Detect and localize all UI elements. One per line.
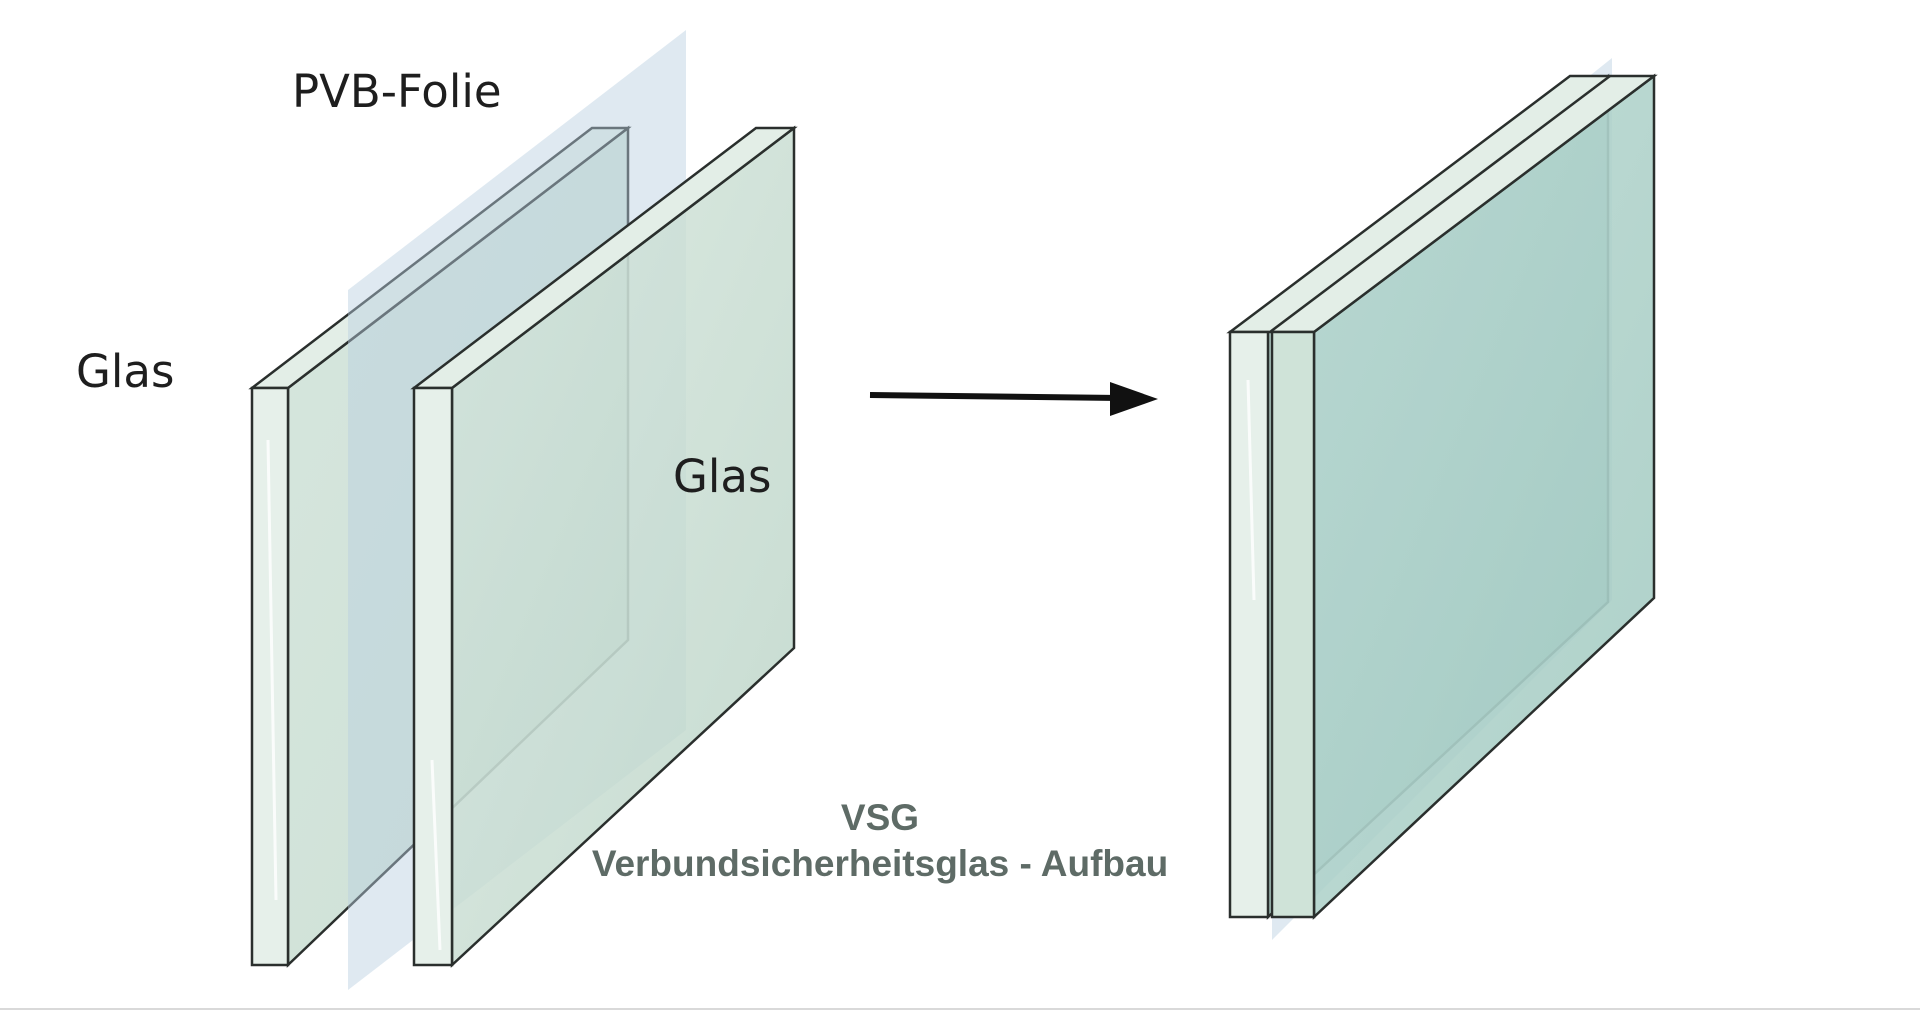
label-glass-right: Glas — [673, 450, 772, 503]
glass-pane-front-highlight — [430, 759, 442, 951]
caption-line-1: VSG — [840, 797, 920, 838]
glass-pane-front-front-edge — [412, 386, 454, 967]
bottom-divider — [0, 1008, 1920, 1010]
laminated-glass — [1226, 58, 1658, 940]
laminated-front-edge-rear — [1228, 330, 1270, 919]
glass-pane-back-highlight — [266, 439, 278, 901]
exploded-assembly — [248, 30, 798, 990]
diagram-caption: VSG Verbundsicherheitsglas - Aufbau — [560, 795, 1200, 887]
glass-pane-back-front-edge — [250, 386, 290, 967]
label-pvb-film: PVB-Folie — [292, 65, 502, 118]
label-glass-left: Glas — [76, 345, 175, 398]
right-arrow-icon — [869, 382, 1158, 416]
glass-pane-front — [410, 125, 798, 968]
caption-line-2: Verbundsicherheitsglas - Aufbau — [591, 843, 1169, 884]
laminated-front-edge-front — [1270, 330, 1316, 919]
